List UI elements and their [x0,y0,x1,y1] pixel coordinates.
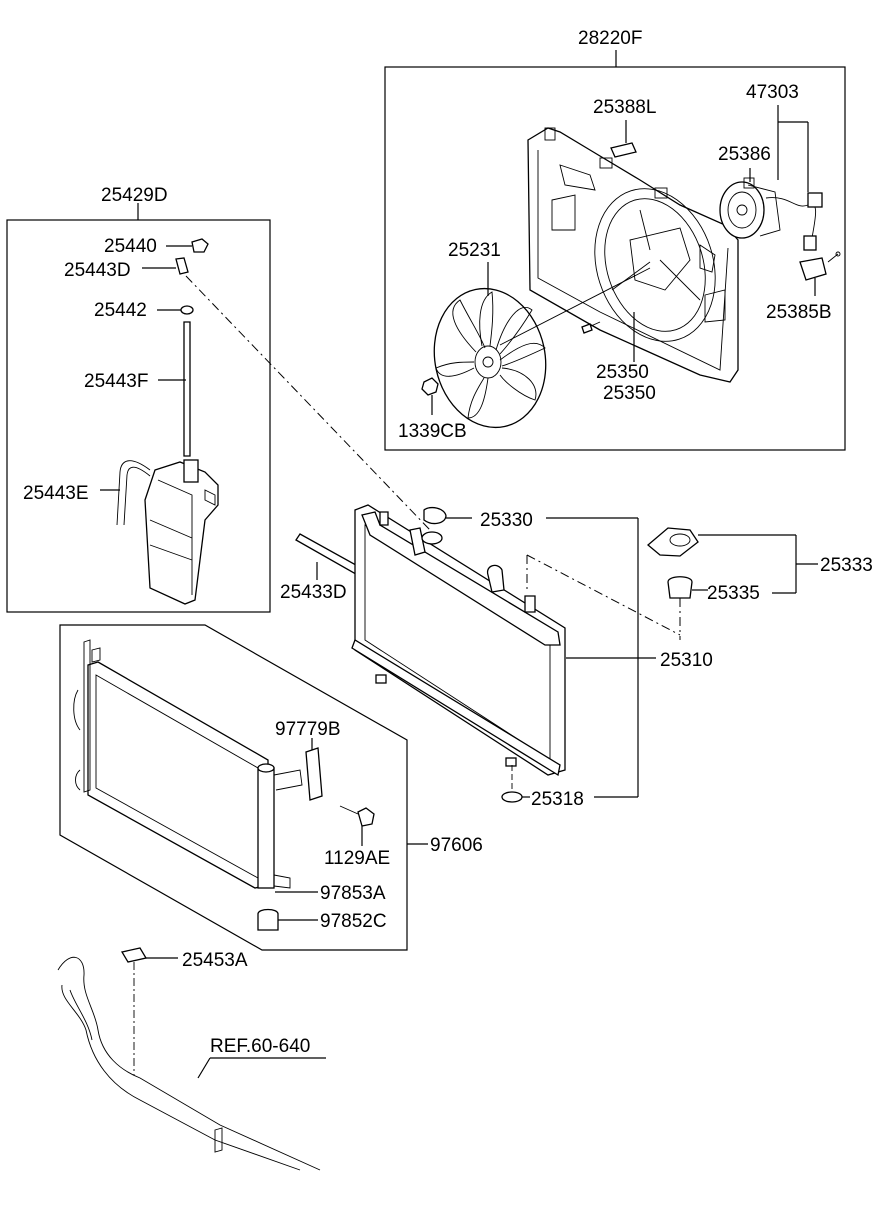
label-25429D: 25429D [101,185,168,206]
fan-assembly-group: 28220F 25388L 47303 25386 25231 25385B 2… [384,28,846,451]
label-25433D: 25433D [280,582,347,603]
mount-insulator [667,576,693,599]
label-1339CB: 1339CB [398,421,467,442]
label-25443F: 25443F [84,371,148,392]
label-25442: 25442 [94,300,147,321]
hose-end [175,257,189,275]
mount-bracket [646,527,699,557]
label-97852C: 97852C [320,911,387,932]
reservoir-hose [183,321,191,457]
reservoir-cap-clip [191,238,209,253]
condenser-bolt [339,805,375,827]
label-97606: 97606 [430,835,483,856]
radiator-cap [423,506,447,525]
radiator-core [351,504,566,777]
label-25443E: 25443E [23,483,89,504]
label-25310: 25310 [660,650,713,671]
reservoir-group: 25429D 25440 25443D 25442 25443F 25443E [6,185,431,613]
label-47303: 47303 [746,82,799,103]
lower-insulator [501,791,523,803]
label-25388L: 25388L [593,97,656,118]
label-25350-a: 25350 [596,362,649,383]
label-25440: 25440 [104,236,157,257]
label-1129AE: 1129AE [324,848,390,869]
label-25335: 25335 [707,583,760,604]
condenser-bracket [305,747,323,801]
label-ref-60-640: REF.60-640 [210,1036,310,1057]
label-25330: 25330 [480,510,533,531]
reservoir-box [6,219,271,613]
lower-label-plate [120,947,148,963]
label-25453A: 25453A [182,950,248,971]
reservoir-washer [180,305,194,315]
overflow-hose [116,460,151,526]
fan-assembly-box [384,66,846,451]
fan-motor [719,177,781,239]
label-97853A: 97853A [320,883,386,904]
label-25318: 25318 [531,789,584,810]
lower-panel-group: 25453A REF.60-640 [57,947,326,1171]
condenser-box [59,624,408,951]
cooling-fan [433,287,547,429]
label-97779B: 97779B [275,719,341,740]
fan-shroud [527,127,739,383]
label-25443D: 25443D [64,260,131,281]
motor-harness [765,192,823,251]
drier-cap [257,908,279,931]
lower-panel [57,957,321,1171]
radiator-group: 25330 25433D 25333 25335 25310 25318 [280,504,873,810]
label-25231: 25231 [448,240,501,261]
label-25333: 25333 [820,555,873,576]
label-plate-25388L [610,142,637,158]
label-25350-b: 25350 [603,383,656,404]
fan-nut [421,377,439,396]
label-28220F: 28220F [578,28,642,49]
label-25385B: 25385B [766,302,832,323]
condenser-core [73,639,303,889]
condenser-group: 97779B 1129AE 97606 97853A 97852C [59,624,483,951]
shroud-bolt [581,323,593,334]
label-25386: 25386 [718,144,771,165]
motor-connector [799,251,841,281]
reservoir-tank [144,459,219,605]
